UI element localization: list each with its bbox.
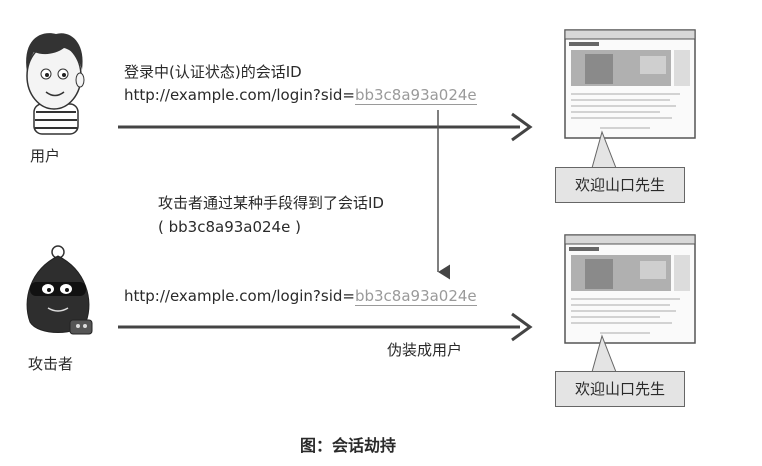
user-login-url: http://example.com/login?sid=bb3c8a93a02…: [124, 86, 477, 104]
attacker-login-url: http://example.com/login?sid=bb3c8a93a02…: [124, 287, 477, 305]
attacker-url-prefix: http://example.com/login?sid=: [124, 287, 355, 305]
browser-window-attacker: [565, 235, 695, 343]
browser-window-user: [565, 30, 695, 138]
figure-caption: 图：会话劫持: [300, 432, 396, 456]
attacker-label: 攻击者: [28, 355, 73, 373]
user-label: 用户: [30, 147, 60, 165]
greeting-bubble-attacker: 欢迎山口先生: [555, 371, 685, 407]
user-url-prefix: http://example.com/login?sid=: [124, 86, 355, 104]
attacker-request-arrow: [118, 314, 530, 340]
user-session-id: bb3c8a93a024e: [355, 86, 477, 105]
user-request-arrow: [118, 114, 530, 140]
user-avatar: [26, 33, 84, 134]
impersonate-label: 伪装成用户: [387, 341, 462, 359]
leaked-session-id: ( bb3c8a93a024e ): [158, 218, 301, 236]
attacker-avatar: [27, 246, 92, 334]
greeting-bubble-user: 欢迎山口先生: [555, 167, 685, 203]
attacker-session-id: bb3c8a93a024e: [355, 287, 477, 306]
user-session-status: 登录中(认证状态)的会话ID: [124, 63, 302, 81]
leak-description: 攻击者通过某种手段得到了会话ID: [158, 194, 384, 212]
